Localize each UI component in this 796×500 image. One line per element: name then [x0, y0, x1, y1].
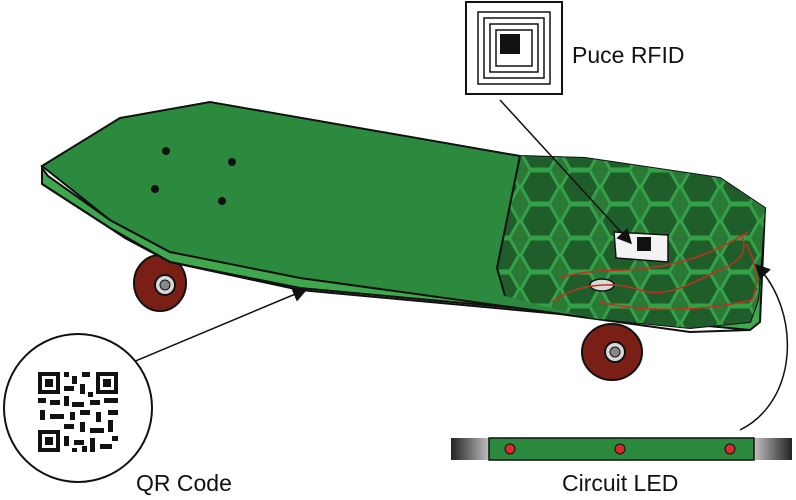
embedded-rfid-chip — [613, 231, 669, 263]
deck-bolts — [151, 147, 236, 205]
led-dot — [614, 443, 626, 455]
led-dot — [504, 443, 516, 455]
qr-code-label: QR Code — [136, 470, 232, 496]
rfid-chip-icon — [465, 1, 563, 95]
qr-code-icon — [3, 333, 153, 483]
led-pointer-line — [739, 263, 789, 431]
led-dot — [724, 443, 736, 455]
rfid-label: Puce RFID — [572, 42, 685, 68]
rear-wheel — [581, 323, 643, 381]
led-wiring — [551, 231, 757, 311]
rfid-pointer-line — [499, 99, 633, 245]
led-circuit-label: Circuit LED — [562, 470, 679, 496]
led-strip-icon — [451, 437, 792, 461]
qr-pointer-line — [113, 287, 308, 371]
front-wheel — [133, 254, 187, 312]
